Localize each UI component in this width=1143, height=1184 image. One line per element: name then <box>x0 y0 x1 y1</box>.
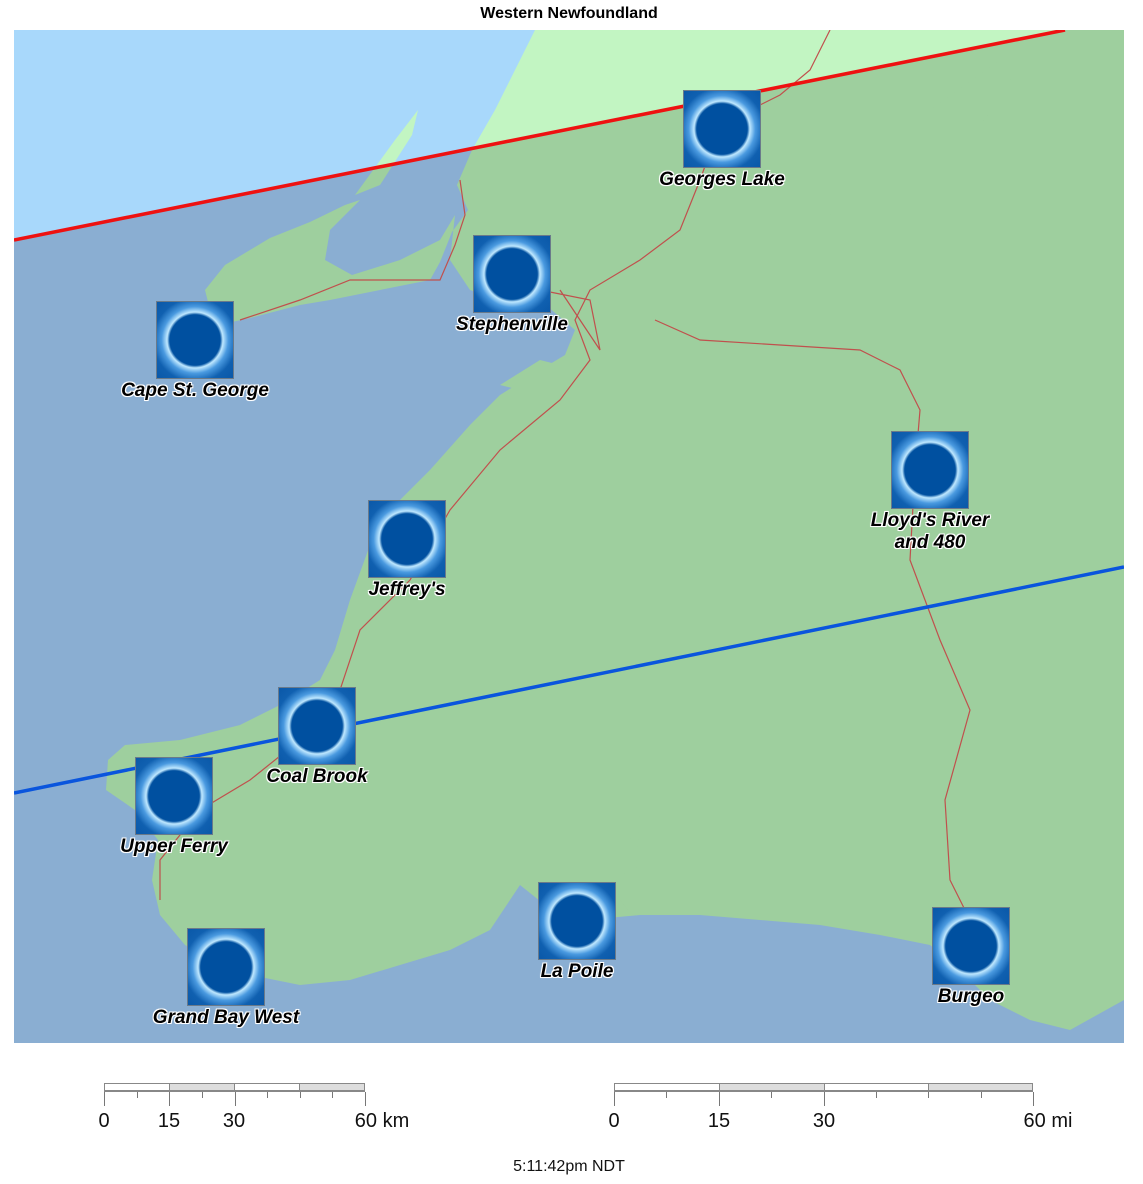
scale-km-label: 0 <box>98 1110 110 1132</box>
location-label: Burgeo <box>937 986 1005 1007</box>
scale-tick <box>614 1092 615 1106</box>
northern-limit-line <box>14 30 1066 242</box>
scale-tick <box>666 1092 668 1098</box>
scale-tick <box>823 1092 825 1106</box>
scale-tick <box>718 1092 720 1106</box>
scale-km-label: 15 <box>157 1110 181 1132</box>
southern-limit-line <box>14 565 1124 795</box>
map-title: Western Newfoundland <box>480 5 658 22</box>
eclipse-icon[interactable] <box>135 757 213 835</box>
eclipse-icon[interactable] <box>368 500 446 578</box>
scale-tick <box>365 1092 366 1106</box>
location-label: Georges Lake <box>659 169 785 190</box>
scale-mi-label: 30 <box>812 1110 836 1132</box>
scale-km-label: 60 km <box>354 1110 410 1132</box>
eclipse-icon[interactable] <box>538 882 616 960</box>
scale-tick <box>104 1092 105 1106</box>
location-label: La Poile <box>540 961 614 982</box>
eclipse-icon[interactable] <box>156 301 234 379</box>
scale-tick <box>136 1092 138 1098</box>
location-label: Grand Bay West <box>152 1007 300 1028</box>
eclipse-icon[interactable] <box>683 90 761 168</box>
eclipse-icon[interactable] <box>473 235 551 313</box>
timestamp: 5:11:42pm NDT <box>513 1158 625 1175</box>
scale-km-label: 30 <box>222 1110 246 1132</box>
scale-tick <box>234 1092 236 1106</box>
location-label: Upper Ferry <box>120 836 228 857</box>
scale-tick <box>875 1092 877 1098</box>
scale-tick <box>201 1092 203 1098</box>
scale-tick <box>928 1092 930 1098</box>
scale-tick <box>169 1092 171 1106</box>
eclipse-icon[interactable] <box>891 431 969 509</box>
map[interactable] <box>14 30 1124 1043</box>
location-label: Coal Brook <box>266 766 368 787</box>
scale-mi-label: 0 <box>608 1110 620 1132</box>
scale-mi-label: 15 <box>707 1110 731 1132</box>
location-label: Cape St. George <box>121 380 269 401</box>
scale-tick <box>980 1092 982 1098</box>
scale-tick <box>771 1092 773 1098</box>
location-label: Lloyd's River and 480 <box>870 510 990 553</box>
location-label: Jeffrey's <box>368 579 446 600</box>
eclipse-icon[interactable] <box>187 928 265 1006</box>
scale-tick <box>332 1092 334 1098</box>
eclipse-icon[interactable] <box>932 907 1010 985</box>
scale-tick <box>1033 1092 1034 1106</box>
scale-tick <box>299 1092 301 1098</box>
scale-tick <box>267 1092 269 1098</box>
eclipse-icon[interactable] <box>278 687 356 765</box>
location-label: Stephenville <box>456 314 568 335</box>
scale-mi-label: 60 mi <box>1023 1110 1073 1132</box>
